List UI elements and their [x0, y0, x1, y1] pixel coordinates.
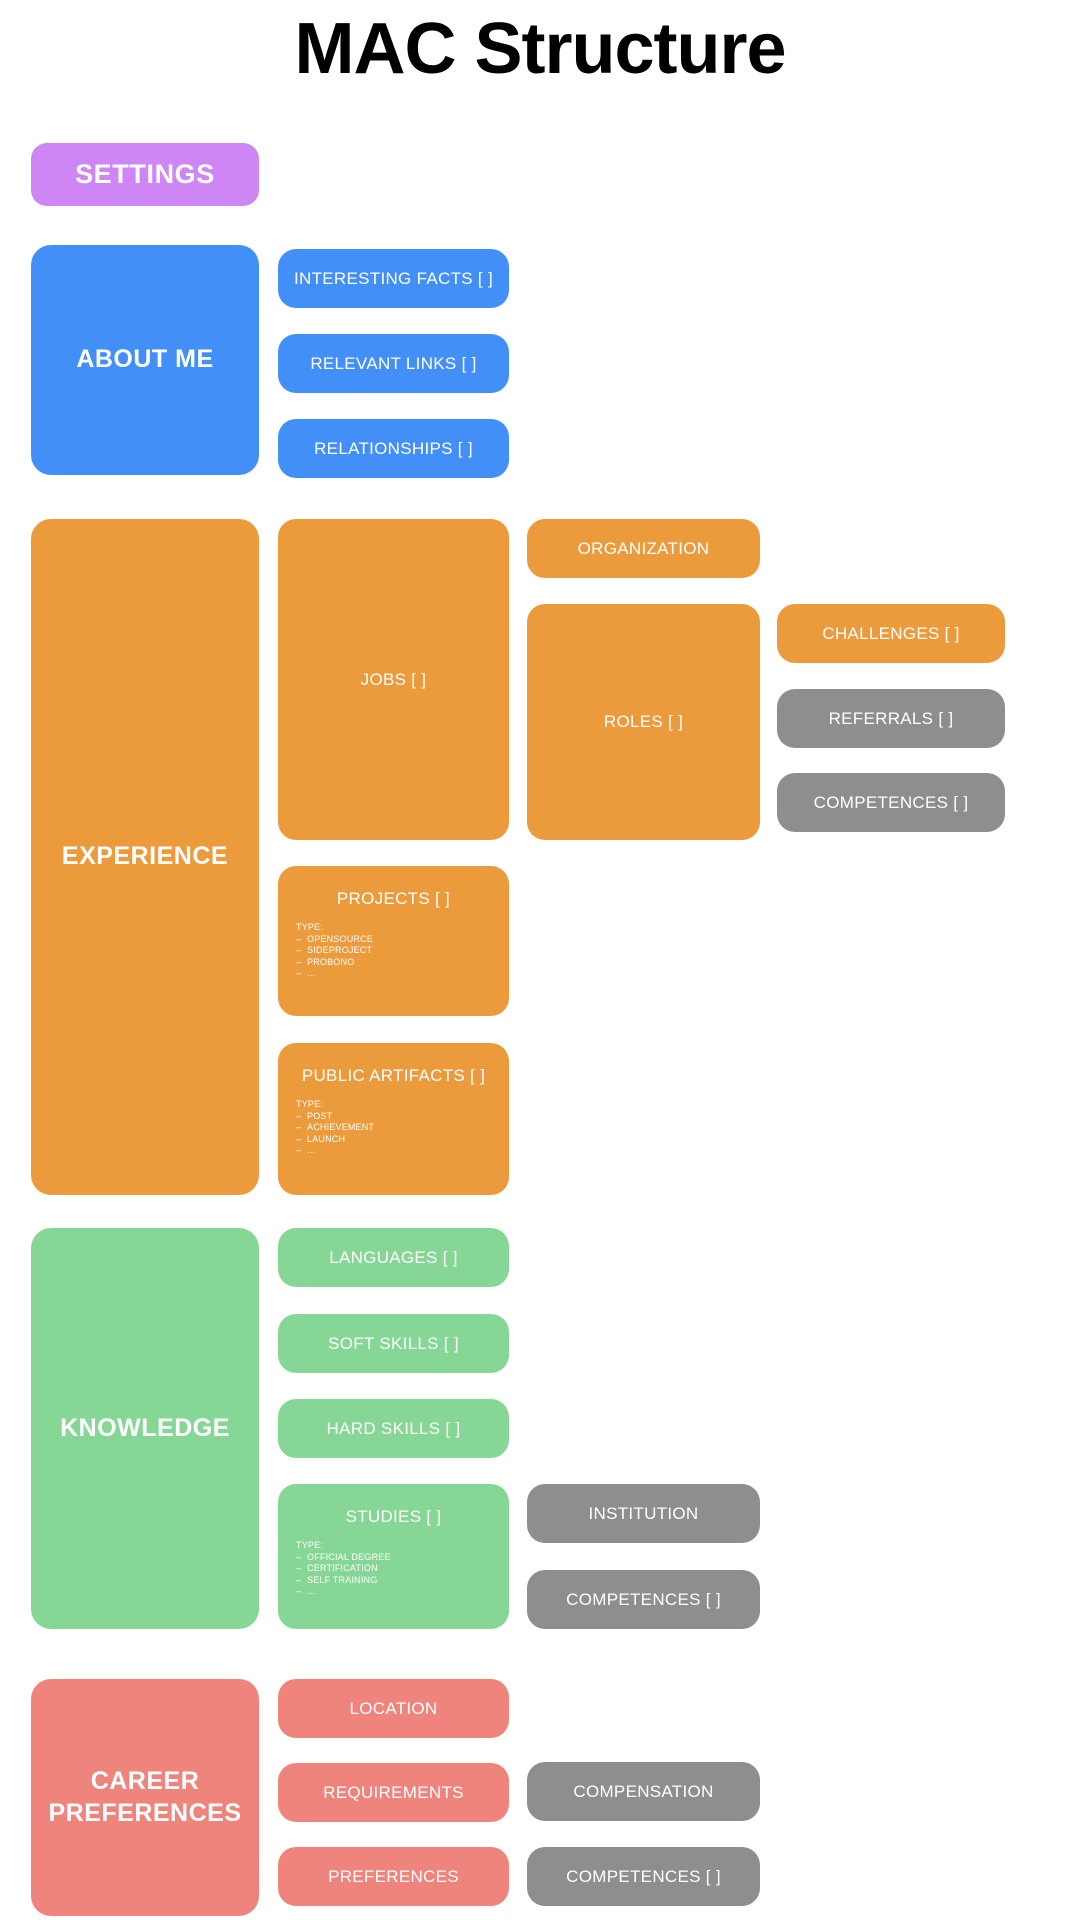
projects-type-item: –PROBONO: [296, 956, 355, 967]
node-public-artifacts[interactable]: PUBLIC ARTIFACTS [ ] TYPE: –POST –ACHIEV…: [278, 1043, 509, 1195]
node-knowledge[interactable]: KNOWLEDGE: [31, 1228, 259, 1629]
node-languages[interactable]: LANGUAGES [ ]: [278, 1228, 509, 1287]
projects-type-item: –SIDEPROJECT: [296, 945, 373, 956]
node-settings[interactable]: SETTINGS: [31, 143, 259, 206]
studies-type-item: –CERTIFICATION: [296, 1563, 378, 1574]
projects-type-header: TYPE:: [296, 922, 324, 932]
node-compensation[interactable]: COMPENSATION: [527, 1762, 760, 1821]
public-artifacts-type-item: –POST: [296, 1110, 333, 1121]
node-projects-label: PROJECTS [ ]: [336, 889, 451, 908]
node-preferences[interactable]: PREFERENCES: [278, 1847, 509, 1906]
node-location[interactable]: LOCATION: [278, 1679, 509, 1738]
node-career-preferences[interactable]: CAREER PREFERENCES: [31, 1679, 259, 1916]
node-requirements[interactable]: REQUIREMENTS: [278, 1763, 509, 1822]
node-career-competences[interactable]: COMPETENCES [ ]: [527, 1847, 760, 1906]
page-title: MAC Structure: [294, 9, 786, 89]
node-hard-skills[interactable]: HARD SKILLS [ ]: [278, 1399, 509, 1458]
node-referrals[interactable]: REFERRALS [ ]: [777, 689, 1005, 748]
node-challenges[interactable]: CHALLENGES [ ]: [777, 604, 1005, 663]
node-public-artifacts-type-list: TYPE: –POST –ACHIEVEMENT –LAUNCH –...: [296, 1099, 374, 1157]
node-studies[interactable]: STUDIES [ ] TYPE: –OFFICIAL DEGREE –CERT…: [278, 1484, 509, 1629]
public-artifacts-type-item: –LAUNCH: [296, 1133, 346, 1144]
node-experience-competences[interactable]: COMPETENCES [ ]: [777, 773, 1005, 832]
node-institution[interactable]: INSTITUTION: [527, 1484, 760, 1543]
node-jobs[interactable]: JOBS [ ]: [278, 519, 509, 840]
studies-type-item: –SELF TRAINING: [296, 1574, 378, 1585]
node-studies-type-list: TYPE: –OFFICIAL DEGREE –CERTIFICATION –S…: [296, 1540, 391, 1598]
node-soft-skills[interactable]: SOFT SKILLS [ ]: [278, 1314, 509, 1373]
studies-type-item: –OFFICIAL DEGREE: [296, 1551, 391, 1562]
career-preferences-label-line2: PREFERENCES: [48, 1798, 242, 1827]
node-about-me[interactable]: ABOUT ME: [31, 245, 259, 475]
node-experience[interactable]: EXPERIENCE: [31, 519, 259, 1195]
node-studies-label: STUDIES [ ]: [345, 1507, 442, 1526]
public-artifacts-type-header: TYPE:: [296, 1099, 324, 1109]
node-public-artifacts-label: PUBLIC ARTIFACTS [ ]: [301, 1066, 486, 1085]
node-organization[interactable]: ORGANIZATION: [527, 519, 760, 578]
node-relevant-links[interactable]: RELEVANT LINKS [ ]: [278, 334, 509, 393]
studies-type-header: TYPE:: [296, 1540, 324, 1550]
node-interesting-facts[interactable]: INTERESTING FACTS [ ]: [278, 249, 509, 308]
node-projects[interactable]: PROJECTS [ ] TYPE: –OPENSOURCE –SIDEPROJ…: [278, 866, 509, 1016]
node-knowledge-competences[interactable]: COMPETENCES [ ]: [527, 1570, 760, 1629]
projects-type-item: –...: [296, 968, 316, 979]
career-preferences-label-line1: CAREER: [90, 1767, 200, 1796]
projects-type-item: –OPENSOURCE: [296, 933, 374, 944]
studies-type-item: –...: [296, 1586, 316, 1597]
node-relationships[interactable]: RELATIONSHIPS [ ]: [278, 419, 509, 478]
public-artifacts-type-item: –...: [296, 1145, 316, 1156]
public-artifacts-type-item: –ACHIEVEMENT: [296, 1122, 375, 1133]
node-roles[interactable]: ROLES [ ]: [527, 604, 760, 840]
node-projects-type-list: TYPE: –OPENSOURCE –SIDEPROJECT –PROBONO …: [296, 922, 373, 980]
